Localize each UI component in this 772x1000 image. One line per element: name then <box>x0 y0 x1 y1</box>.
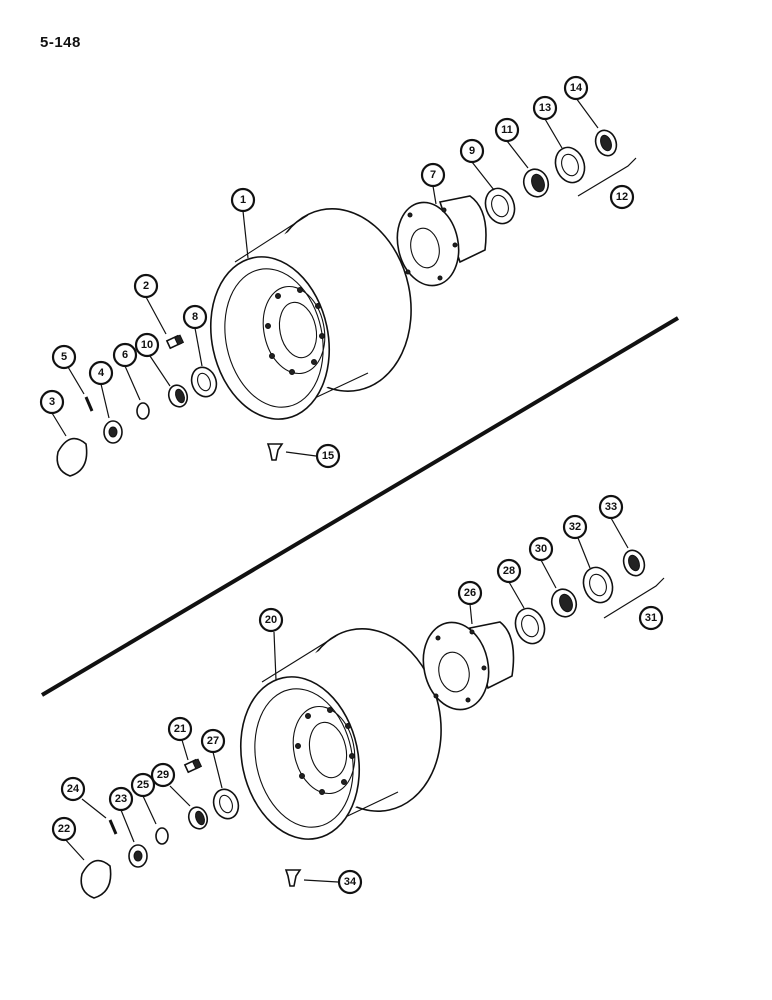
callout-26: 26 <box>457 580 483 606</box>
callout-9: 9 <box>459 138 485 164</box>
svg-text:8: 8 <box>192 311 198 323</box>
section-divider-line <box>40 316 680 697</box>
callout-24: 24 <box>60 776 86 802</box>
bearing-cone-30 <box>550 588 578 618</box>
hub-cap-22 <box>80 859 112 899</box>
bracket-31 <box>603 577 665 619</box>
callout-20: 20 <box>258 607 284 633</box>
bearing-cone-10 <box>167 384 189 408</box>
wheel-rim-upper <box>209 208 412 420</box>
svg-text:11: 11 <box>501 124 513 136</box>
upper-assembly <box>56 129 637 477</box>
svg-text:27: 27 <box>207 735 219 747</box>
callout-2: 2 <box>133 273 159 299</box>
bearing-cone-11 <box>522 168 550 198</box>
svg-text:34: 34 <box>344 876 357 888</box>
hub-upper <box>396 195 487 287</box>
bearing-cup-27 <box>212 788 240 820</box>
callout-30: 30 <box>528 536 554 562</box>
svg-text:32: 32 <box>569 521 581 533</box>
svg-text:29: 29 <box>157 769 169 781</box>
hub-cap-3 <box>56 437 88 477</box>
svg-text:9: 9 <box>469 145 475 157</box>
callout-31: 31 <box>638 605 664 631</box>
callout-27: 27 <box>200 728 226 754</box>
svg-text:12: 12 <box>616 191 628 203</box>
callouts: 1 2 3 4 5 6 7 8 9 10 11 12 13 14 15 20 2… <box>39 75 664 895</box>
svg-text:33: 33 <box>605 501 617 513</box>
svg-text:10: 10 <box>141 339 153 351</box>
callout-21: 21 <box>167 716 193 742</box>
svg-text:6: 6 <box>122 349 128 361</box>
svg-text:31: 31 <box>645 612 657 624</box>
callout-3: 3 <box>39 389 65 415</box>
svg-text:30: 30 <box>535 543 547 555</box>
svg-text:4: 4 <box>98 367 105 379</box>
lower-assembly <box>80 549 665 899</box>
lug-nut-15 <box>266 443 284 461</box>
washer-6 <box>136 402 150 420</box>
svg-text:2: 2 <box>143 280 149 292</box>
svg-text:20: 20 <box>265 614 277 626</box>
svg-text:25: 25 <box>137 779 149 791</box>
svg-text:26: 26 <box>464 587 476 599</box>
callout-10: 10 <box>134 332 160 358</box>
callout-25: 25 <box>130 772 156 798</box>
callout-33: 33 <box>598 494 624 520</box>
bearing-cup-9 <box>484 187 516 225</box>
wheel-rim-lower <box>239 628 442 840</box>
lug-nut-34 <box>284 869 302 887</box>
svg-text:7: 7 <box>430 169 436 181</box>
callout-15: 15 <box>315 443 341 469</box>
svg-text:15: 15 <box>322 450 334 462</box>
callout-11: 11 <box>494 117 520 143</box>
callout-12: 12 <box>609 184 635 210</box>
callout-32: 32 <box>562 514 588 540</box>
callout-13: 13 <box>532 95 558 121</box>
callout-4: 4 <box>88 360 114 386</box>
callout-23: 23 <box>108 786 134 812</box>
callout-22: 22 <box>51 816 77 842</box>
svg-text:22: 22 <box>58 823 70 835</box>
callout-5: 5 <box>51 344 77 370</box>
cotter-pin-5 <box>84 396 94 412</box>
svg-text:23: 23 <box>115 793 127 805</box>
svg-text:1: 1 <box>240 194 246 206</box>
seal-14 <box>594 129 618 157</box>
cotter-pin-24 <box>108 819 118 835</box>
svg-text:13: 13 <box>539 102 551 114</box>
bearing-cup-13 <box>554 146 586 184</box>
callout-7: 7 <box>420 162 446 188</box>
castle-nut-4 <box>103 420 123 444</box>
callout-1: 1 <box>230 187 256 213</box>
svg-text:14: 14 <box>570 82 583 94</box>
wheel-stud-2 <box>165 334 185 350</box>
bracket-12 <box>577 157 637 197</box>
callout-14: 14 <box>563 75 589 101</box>
castle-nut-23 <box>128 844 148 868</box>
bearing-cup-28 <box>514 607 546 645</box>
page-number: 5-148 <box>40 34 81 51</box>
svg-text:28: 28 <box>503 565 515 577</box>
bearing-cone-29 <box>187 806 209 830</box>
svg-text:3: 3 <box>49 396 55 408</box>
washer-25 <box>155 827 169 845</box>
callout-6: 6 <box>112 342 138 368</box>
seal-33 <box>622 549 646 577</box>
svg-text:24: 24 <box>67 783 80 795</box>
hub-lower <box>422 621 515 711</box>
callout-29: 29 <box>150 762 176 788</box>
svg-text:21: 21 <box>174 723 186 735</box>
svg-text:5: 5 <box>61 351 67 363</box>
bearing-cup-32 <box>582 566 614 604</box>
callout-8: 8 <box>182 304 208 330</box>
callout-28: 28 <box>496 558 522 584</box>
callout-34: 34 <box>337 869 363 895</box>
bearing-cup-8 <box>190 366 218 398</box>
wheel-stud-21 <box>183 758 203 774</box>
